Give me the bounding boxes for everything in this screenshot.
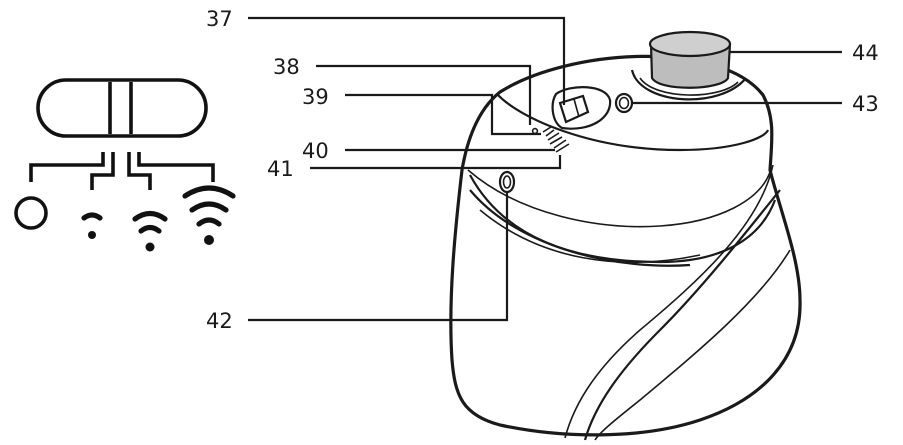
legend-connector-medium [127, 152, 152, 190]
indicator-light [614, 92, 634, 114]
body-contour-4 [594, 249, 791, 441]
wave-low-icon [81, 212, 103, 239]
top-surface-rim [497, 94, 770, 152]
leader-41 [310, 155, 562, 170]
leader-lines [248, 16, 842, 322]
leader-42 [248, 192, 509, 322]
symbol-mark-2 [547, 132, 563, 145]
symbol-mark-3 [553, 139, 570, 153]
callout-38: 38 [273, 55, 300, 79]
body-contour-2 [469, 189, 691, 267]
slider-switch [551, 86, 612, 130]
legend-connector-low [90, 152, 115, 190]
wave-high-icon [182, 185, 236, 245]
legend-connector-off [29, 152, 105, 182]
selector-symbols [531, 126, 570, 153]
callout-41: 41 [267, 157, 294, 181]
body-contour-1 [469, 174, 777, 264]
callout-42: 42 [206, 309, 233, 333]
callout-40: 40 [302, 139, 329, 163]
leader-37 [248, 16, 566, 105]
side-port [498, 170, 516, 194]
device-body [449, 54, 802, 441]
device-outline [449, 54, 802, 437]
selector-switch-icon [36, 78, 208, 138]
knob-collar [630, 69, 747, 101]
leader-39 [345, 93, 541, 136]
off-symbol [531, 127, 539, 135]
callout-43: 43 [852, 92, 879, 116]
off-icon [14, 196, 48, 230]
body-contour-5 [564, 164, 774, 439]
callout-44: 44 [852, 41, 879, 65]
leader-38 [316, 64, 532, 125]
symbol-mark-1 [542, 126, 555, 137]
callout-37: 37 [206, 7, 233, 31]
rotary-knob [648, 30, 732, 89]
callout-39: 39 [302, 85, 329, 109]
selector-legend [14, 78, 236, 252]
body-contour-6 [479, 209, 701, 263]
legend-connector-high [137, 152, 215, 182]
top-edge-line [467, 169, 771, 228]
knob-collar-inner [639, 77, 739, 96]
wave-medium-icon [132, 210, 168, 252]
body-contour-3 [583, 189, 781, 441]
